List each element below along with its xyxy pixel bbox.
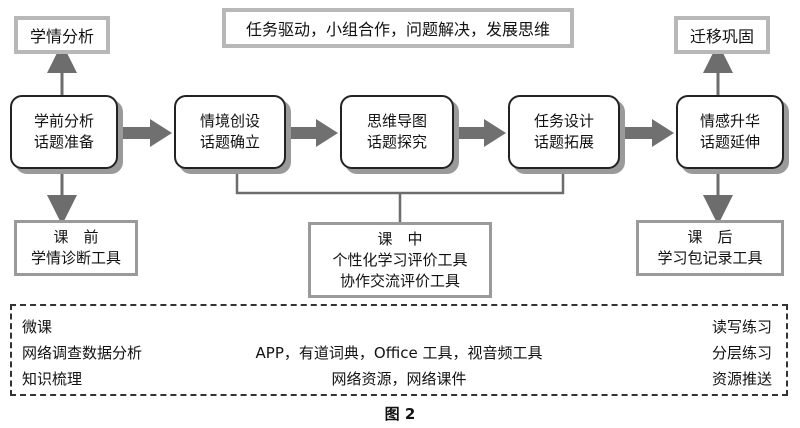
resource-row-1-right: 读写练习 xyxy=(711,318,772,336)
stage-4-line2: 话题拓展 xyxy=(533,133,594,151)
resource-row-3: 知识梳理 网络资源，网络课件 资源推送 xyxy=(12,368,786,390)
during-class-tool-1: 个性化学习评价工具 xyxy=(332,250,468,269)
principle-label: 任务驱动，小组合作，问题解决，发展思维 xyxy=(245,20,550,39)
after-class-tools: 课 后 学习包记录工具 xyxy=(636,220,784,276)
resource-row-1-left: 微课 xyxy=(22,318,53,336)
during-class-tool-2: 协作交流评价工具 xyxy=(339,271,460,290)
stage-3: 思维导图 话题探究 xyxy=(340,95,454,169)
stage-3-line1: 思维导图 xyxy=(366,112,427,130)
resource-row-1: 微课 读写练习 xyxy=(12,316,786,338)
consolidate-label: 迁移巩固 xyxy=(689,27,754,46)
resources-panel: 微课 读写练习 网络调查数据分析 APP，有道词典，Office 工具，视音频工… xyxy=(10,304,788,396)
consolidate-box: 迁移巩固 xyxy=(674,16,770,54)
during-class-tools: 课 中 个性化学习评价工具 协作交流评价工具 xyxy=(308,222,492,298)
flow-arrow-4 xyxy=(622,119,674,147)
figure-caption: 图 2 xyxy=(384,405,416,423)
bracket-during xyxy=(235,170,565,195)
stage-2-line2: 话题确立 xyxy=(199,133,260,151)
learning-analysis-label: 学情分析 xyxy=(29,27,94,46)
stage-1-line2: 话题准备 xyxy=(33,133,94,151)
flow-arrow-3 xyxy=(456,119,506,147)
resource-row-3-middle: 网络资源，网络课件 xyxy=(331,370,467,388)
stage-5: 情感升华 话题延伸 xyxy=(676,95,784,169)
resource-row-3-right: 资源推送 xyxy=(711,370,772,388)
resource-row-3-left: 知识梳理 xyxy=(22,370,83,388)
flow-arrow-1 xyxy=(120,119,172,147)
stage-4-line1: 任务设计 xyxy=(533,112,594,130)
resource-row-2: 网络调查数据分析 APP，有道词典，Office 工具，视音频工具 分层练习 xyxy=(12,342,786,364)
stage-5-line1: 情感升华 xyxy=(699,112,760,130)
after-class-title: 课 后 xyxy=(687,228,733,246)
stage-1: 学前分析 话题准备 xyxy=(10,95,118,169)
before-class-title: 课 前 xyxy=(53,228,99,246)
stage-3-line2: 话题探究 xyxy=(366,133,427,151)
principle-box: 任务驱动，小组合作，问题解决，发展思维 xyxy=(222,8,574,48)
stage-1-line1: 学前分析 xyxy=(33,112,94,130)
resource-row-2-right: 分层练习 xyxy=(711,344,772,362)
before-class-tools: 课 前 学情诊断工具 xyxy=(14,220,138,276)
resource-row-2-left: 网络调查数据分析 xyxy=(22,344,143,362)
before-class-tool: 学情诊断工具 xyxy=(30,249,121,267)
stage-4: 任务设计 话题拓展 xyxy=(508,95,620,169)
stage-2-line1: 情境创设 xyxy=(199,112,260,130)
stage-5-line2: 话题延伸 xyxy=(699,133,760,151)
after-class-tool: 学习包记录工具 xyxy=(657,249,763,267)
flow-arrow-2 xyxy=(288,119,338,147)
stage-2: 情境创设 话题确立 xyxy=(174,95,286,169)
during-class-title: 课 中 xyxy=(377,229,423,248)
resource-row-2-middle: APP，有道词典，Office 工具，视音频工具 xyxy=(255,344,543,362)
learning-analysis-box: 学情分析 xyxy=(14,16,110,54)
